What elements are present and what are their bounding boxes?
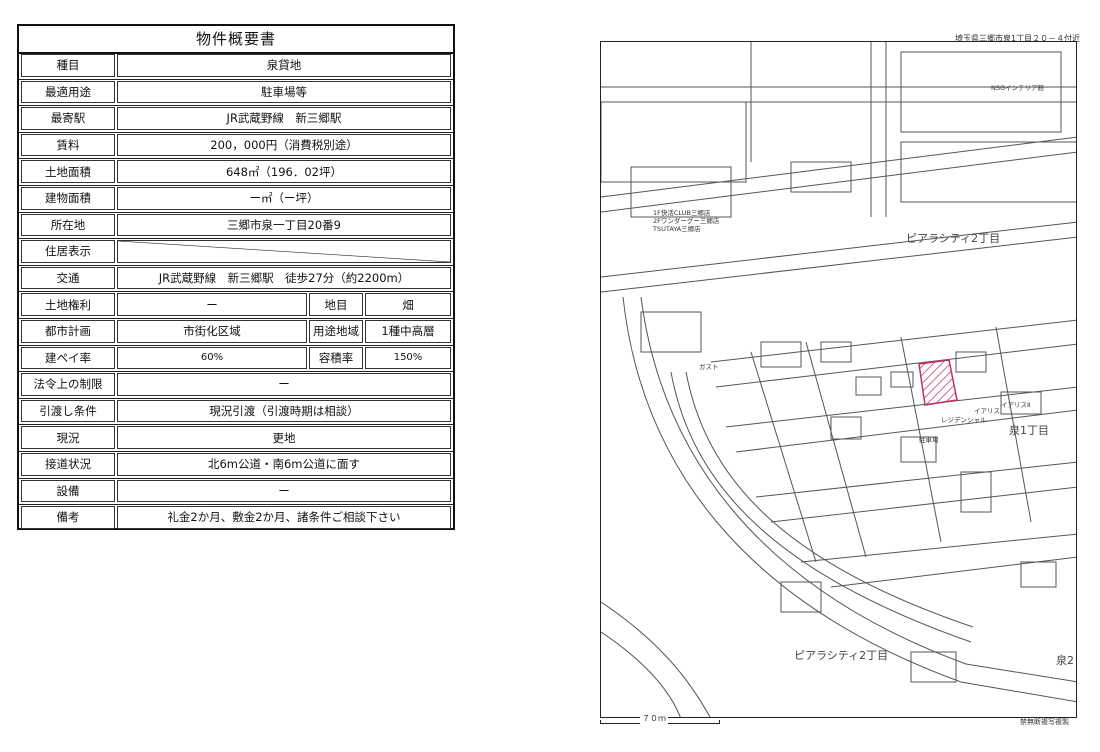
area-label: 泉1丁目 bbox=[1009, 423, 1049, 437]
sheet-row: 現況更地 bbox=[19, 424, 453, 452]
row-label: 法令上の制限 bbox=[21, 373, 115, 396]
row-value: JR武蔵野線 新三郷駅 bbox=[117, 107, 451, 130]
map-scale-label: ７０ｍ bbox=[640, 713, 668, 724]
row-label: 賃料 bbox=[21, 133, 115, 157]
sheet-row: 備考礼金2か月、敷金2か月、諸条件ご相談下さい bbox=[19, 504, 453, 531]
sheet-row: 住居表示 bbox=[19, 238, 453, 266]
row-value: 現況引渡（引渡時期は相談） bbox=[117, 399, 451, 423]
row-label: 引渡し条件 bbox=[21, 399, 115, 423]
sheet-row: 法令上の制限ー bbox=[19, 371, 453, 399]
row-label: 建ペイ率 bbox=[21, 346, 115, 370]
row-label: 所在地 bbox=[21, 213, 115, 237]
sheet-row: 最適用途駐車場等 bbox=[19, 79, 453, 107]
map-drawing: ピアラシティ2丁目 泉1丁目 ピアラシティ2丁目 泉2 1F快活CLUB三郷店 … bbox=[601, 42, 1076, 717]
sheet-row: 所在地三郷市泉一丁目20番9 bbox=[19, 212, 453, 240]
row-value: 648㎡（196．02坪） bbox=[117, 160, 451, 183]
row-value: 200，000円（消費税別途） bbox=[117, 133, 451, 157]
row-label: 最寄駅 bbox=[21, 107, 115, 130]
area-map: ピアラシティ2丁目 泉1丁目 ピアラシティ2丁目 泉2 1F快活CLUB三郷店 … bbox=[600, 41, 1077, 718]
store-label: ガスト bbox=[699, 362, 719, 371]
sheet-row: 建物面積ー㎡（ー坪） bbox=[19, 185, 453, 213]
row-value: 礼金2か月、敷金2か月、諸条件ご相談下さい bbox=[117, 506, 451, 529]
row-value: 駐車場等 bbox=[117, 80, 451, 104]
row-value-secondary: 150% bbox=[365, 346, 451, 370]
sheet-title: 物件概要書 bbox=[19, 26, 453, 54]
store-label: イアリスⅡ bbox=[1001, 401, 1030, 409]
row-label: 最適用途 bbox=[21, 80, 115, 104]
row-label: 種目 bbox=[21, 54, 115, 77]
row-label: 備考 bbox=[21, 506, 115, 529]
row-label-secondary: 用途地域 bbox=[309, 320, 363, 343]
store-label: イアリス bbox=[974, 407, 1000, 415]
sheet-row: 引渡し条件現況引渡（引渡時期は相談） bbox=[19, 398, 453, 426]
row-value: 市街化区域 bbox=[117, 320, 307, 343]
row-value: 北6m公道・南6m公道に面す bbox=[117, 453, 451, 476]
row-value: 泉貸地 bbox=[117, 54, 451, 77]
row-value: 60% bbox=[117, 346, 307, 370]
row-value-secondary: 1種中高層 bbox=[365, 320, 451, 343]
row-value: 更地 bbox=[117, 426, 451, 449]
map-header: 埼玉県三郷市泉1丁目２０－４付近 bbox=[955, 34, 1081, 43]
store-label: 2Fワンダーグー三郷店 bbox=[653, 216, 720, 225]
row-value: ー㎡（ー坪） bbox=[117, 187, 451, 210]
row-label: 交通 bbox=[21, 266, 115, 290]
row-value bbox=[117, 240, 451, 263]
store-label: NSGインテリア館 bbox=[991, 83, 1045, 92]
row-label: 現況 bbox=[21, 426, 115, 449]
row-value: ー bbox=[117, 293, 307, 316]
subject-parcel bbox=[918, 359, 958, 406]
sheet-row: 設備ー bbox=[19, 478, 453, 506]
row-value-secondary: 畑 bbox=[365, 293, 451, 316]
area-label: ピアラシティ2丁目 bbox=[906, 232, 1000, 245]
store-label: TSUTAYA三郷店 bbox=[652, 224, 701, 233]
row-value: JR武蔵野線 新三郷駅 徒歩27分（約2200m） bbox=[117, 266, 451, 290]
row-label: 接道状況 bbox=[21, 453, 115, 476]
row-label: 住居表示 bbox=[21, 240, 115, 263]
sheet-row: 種目泉貸地 bbox=[19, 52, 453, 80]
row-value: ー bbox=[117, 373, 451, 396]
sheet-row: 接道状況北6m公道・南6m公道に面す bbox=[19, 451, 453, 479]
row-label: 土地面積 bbox=[21, 160, 115, 183]
row-label-secondary: 容積率 bbox=[309, 346, 363, 370]
row-value: ー bbox=[117, 479, 451, 503]
sheet-row: 土地権利ー地目畑 bbox=[19, 291, 453, 319]
map-copyright-note: 禁無断複写複製 bbox=[1020, 718, 1069, 726]
store-label: 駐車場 bbox=[919, 435, 939, 444]
row-label: 都市計画 bbox=[21, 320, 115, 343]
area-label: ピアラシティ2丁目 bbox=[794, 649, 888, 662]
row-label: 土地権利 bbox=[21, 293, 115, 316]
store-label: 1F快活CLUB三郷店 bbox=[653, 208, 711, 217]
row-label-secondary: 地目 bbox=[309, 293, 363, 316]
store-label: レジデンシャル bbox=[941, 415, 987, 424]
row-label: 建物面積 bbox=[21, 187, 115, 210]
row-value: 三郷市泉一丁目20番9 bbox=[117, 213, 451, 237]
row-label: 設備 bbox=[21, 479, 115, 503]
area-label: 泉2 bbox=[1056, 653, 1074, 667]
